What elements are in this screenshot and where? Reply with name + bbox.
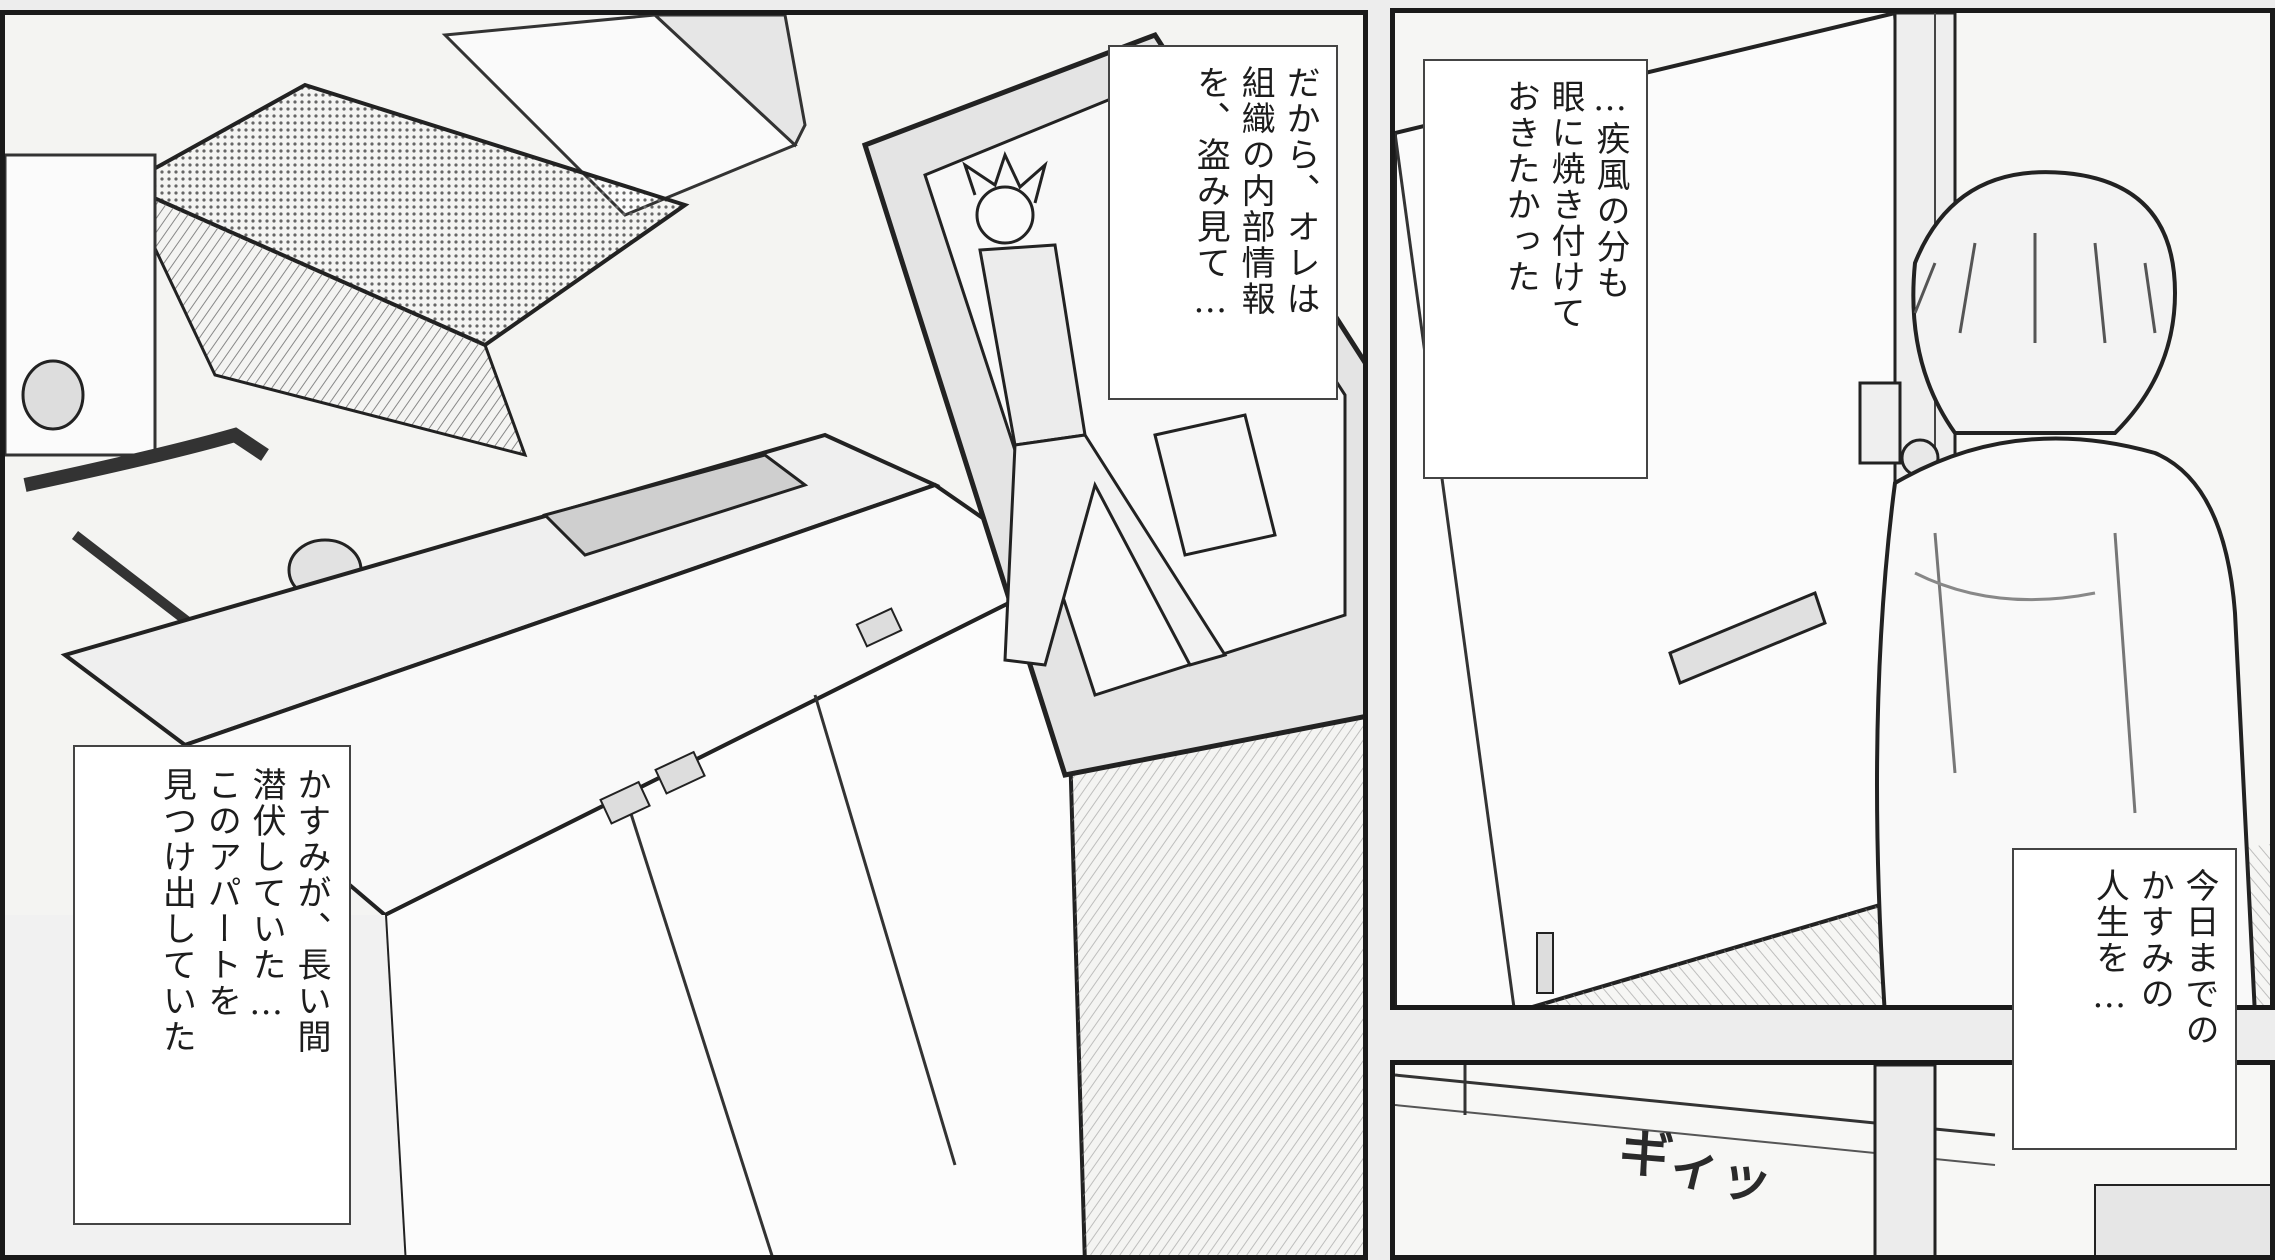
caption-line: 今日までの: [2179, 868, 2219, 1048]
caption-line: かすみが、長い間: [291, 767, 331, 1055]
caption-line: このアパートを: [201, 767, 242, 1019]
caption-line: だから、オレは: [1280, 65, 1320, 317]
caption-line: を、盗み見て…: [1190, 65, 1231, 323]
caption-door: …疾風の分も 眼に焼き付けて おきたかった: [1423, 59, 1648, 479]
caption-line: 組織の内部情報: [1235, 65, 1276, 317]
caption-kitchen-bottom: かすみが、長い間 潜伏していた… このアパートを 見つけ出していた: [73, 745, 351, 1225]
caption-line: かすみの: [2134, 868, 2175, 1012]
caption-line: 見つけ出していた: [156, 767, 197, 1055]
caption-line: おきたかった: [1500, 79, 1541, 295]
panel-kitchen: だから、オレは 組織の内部情報 を、盗み見て… かすみが、長い間 潜伏していた……: [0, 10, 1368, 1260]
panel-bottom-right: ギィッ: [1390, 1060, 2275, 1260]
caption-bottom-right: 今日までの かすみの 人生を…: [2012, 848, 2237, 1150]
door-artwork: [1395, 13, 2270, 1005]
caption-line: 眼に焼き付けて: [1545, 79, 1586, 331]
caption-line: 人生を…: [2089, 868, 2130, 1018]
caption-line: …疾風の分も: [1590, 79, 1630, 301]
caption-line: 潜伏していた…: [246, 767, 287, 1025]
caption-kitchen-top: だから、オレは 組織の内部情報 を、盗み見て…: [1108, 45, 1338, 400]
panel-door: …疾風の分も 眼に焼き付けて おきたかった: [1390, 8, 2275, 1010]
